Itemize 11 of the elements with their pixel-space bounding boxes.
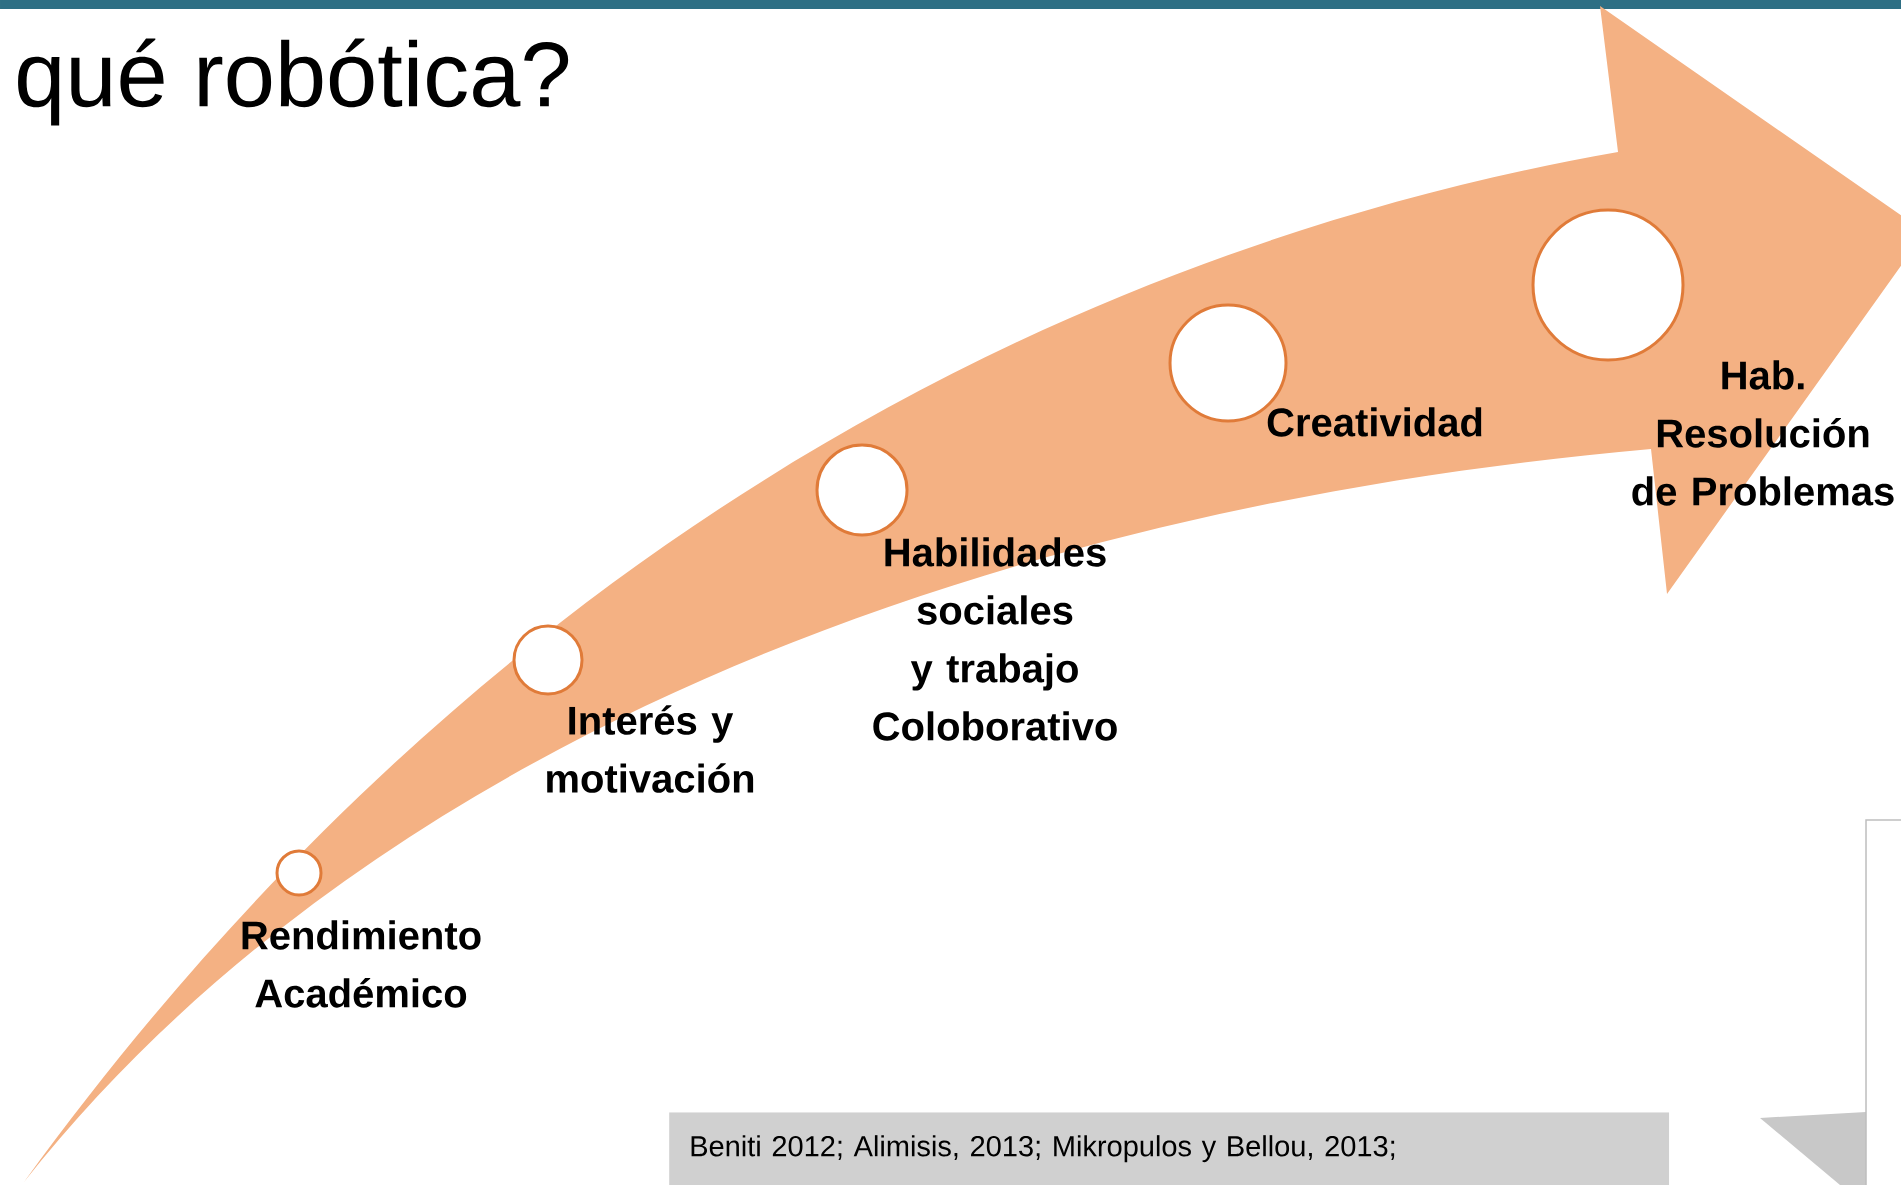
step-label: Habilidades sociales y trabajo Coloborativo (873, 537, 1117, 741)
circle-marker (815, 443, 909, 537)
citation-box: Beniti 2012; Alimisis, 2013; Mikropulos y Bellou, 2013; (669, 1112, 1670, 1185)
title: qué robótica? (18, 38, 569, 126)
step-label: Rendimiento Académico (242, 920, 481, 1008)
step-label: Hab. Resolución de Problemas (1632, 360, 1894, 506)
step-label: Creatividad (1267, 407, 1482, 437)
step-label: Interés y motivación (547, 705, 754, 793)
circle-marker (275, 849, 323, 897)
circle-marker (512, 624, 584, 696)
circle-marker (1531, 208, 1685, 362)
